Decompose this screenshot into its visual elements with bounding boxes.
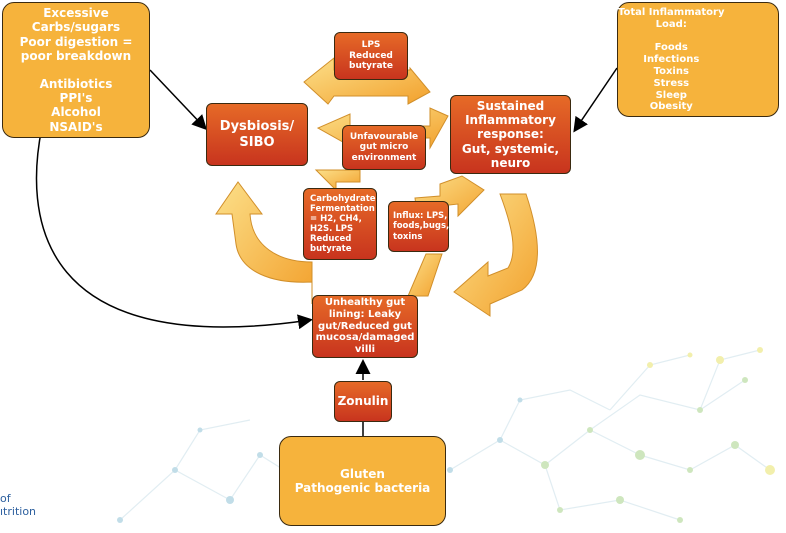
node-text-line: Unfavourable [349, 131, 419, 142]
node-text-line: Reduced [310, 234, 352, 245]
node-text-line: Obesity [649, 101, 693, 113]
logo-line-nutrition: ıtrition [0, 505, 37, 519]
node-text-line: Total Inflammatory [618, 7, 725, 18]
arrow-sustained-to-unhealthy [453, 193, 539, 317]
node-text-line: Excessive [43, 6, 109, 21]
node-text-line: villi [354, 344, 376, 356]
node-text-line: foods,bugs, [393, 221, 450, 232]
node-text: Dysbiosis/SIBO [220, 119, 294, 150]
network-background [117, 347, 775, 523]
node-text-line: gut micro [359, 142, 409, 153]
node-text-line: Pathogenic bacteria [294, 481, 431, 495]
connector-arrows [35, 67, 618, 436]
node-text-line: PPI's [59, 91, 93, 106]
arrow-total-load-to-sustained [573, 67, 618, 133]
node-influx: Influx: LPS,foods,bugs,toxins [388, 201, 449, 252]
node-text-line: toxins [393, 231, 423, 242]
node-text-line: Stress [653, 77, 690, 89]
node-text-line: SIBO [239, 134, 275, 150]
node-text-line: Dysbiosis/ [219, 119, 295, 135]
node-text-line: mucosa/damaged [315, 332, 415, 344]
node-text-line: Poor digestion = [19, 34, 133, 49]
node-text-line: lining: Leaky [328, 308, 402, 320]
node-text-line: gut/Reduced gut [318, 320, 412, 332]
node-text-line: response: [477, 127, 544, 142]
node-text-line: LPS [361, 40, 381, 51]
node-text-line: Gut, systemic, [461, 141, 560, 156]
node-text-line: environment [351, 152, 417, 163]
node-text-line: Sleep [655, 89, 687, 101]
arrow-carbohydrate-to-dysbiosis [314, 169, 361, 192]
logo-fragment: of ıtrition [0, 492, 36, 518]
node-text-line: NSAID's [49, 119, 103, 134]
node-zonulin: Zonulin [334, 381, 392, 422]
node-text-line: butyrate [349, 61, 393, 72]
node-text-line: Reduced [349, 50, 393, 61]
node-text-line: Infections [643, 54, 700, 66]
node-text-line: poor breakdown [20, 48, 132, 63]
node-text-line: Influx: LPS, [393, 211, 448, 222]
node-text-line: Carbs/sugars [31, 20, 121, 35]
node-text-line: Antibiotics [39, 77, 113, 92]
node-text-line: = H2, CH4, [310, 213, 362, 224]
node-text: Zonulin [338, 394, 389, 408]
node-text-line: Sustained [476, 99, 545, 114]
node-text-line [20, 63, 133, 77]
node-text-line: Fermentation [310, 203, 375, 214]
node-text-line: Toxins [653, 65, 689, 77]
node-text-line: Load: [655, 18, 687, 30]
node-text-line: neuro [490, 155, 531, 170]
node-text-line: H2S. LPS [310, 224, 354, 234]
node-text-line: butyrate [310, 244, 352, 255]
arrow-unhealthy-to-dysbiosis [215, 181, 313, 304]
node-dysbiosis-sibo: Dysbiosis/SIBO [206, 103, 308, 166]
arrow-nsaids-to-unhealthy [35, 117, 313, 330]
node-text-line: Alcohol [51, 105, 101, 120]
logo-line-of: of [0, 492, 11, 505]
arrow-excessive-to-dysbiosis [149, 69, 208, 131]
node-text: Influx: LPS,foods,bugs,toxins [393, 211, 449, 241]
node-text-line: Carbohydrate [310, 193, 376, 204]
node-text-line: Zonulin [337, 394, 389, 409]
node-text-line: Foods [654, 42, 688, 54]
arrow-unhealthy-to-influx [407, 253, 443, 297]
node-text-line: Gluten [340, 466, 385, 481]
node-text-line [618, 31, 725, 43]
node-text-line: Inflammatory [465, 113, 556, 128]
node-text-line: Unhealthy gut [324, 297, 406, 308]
